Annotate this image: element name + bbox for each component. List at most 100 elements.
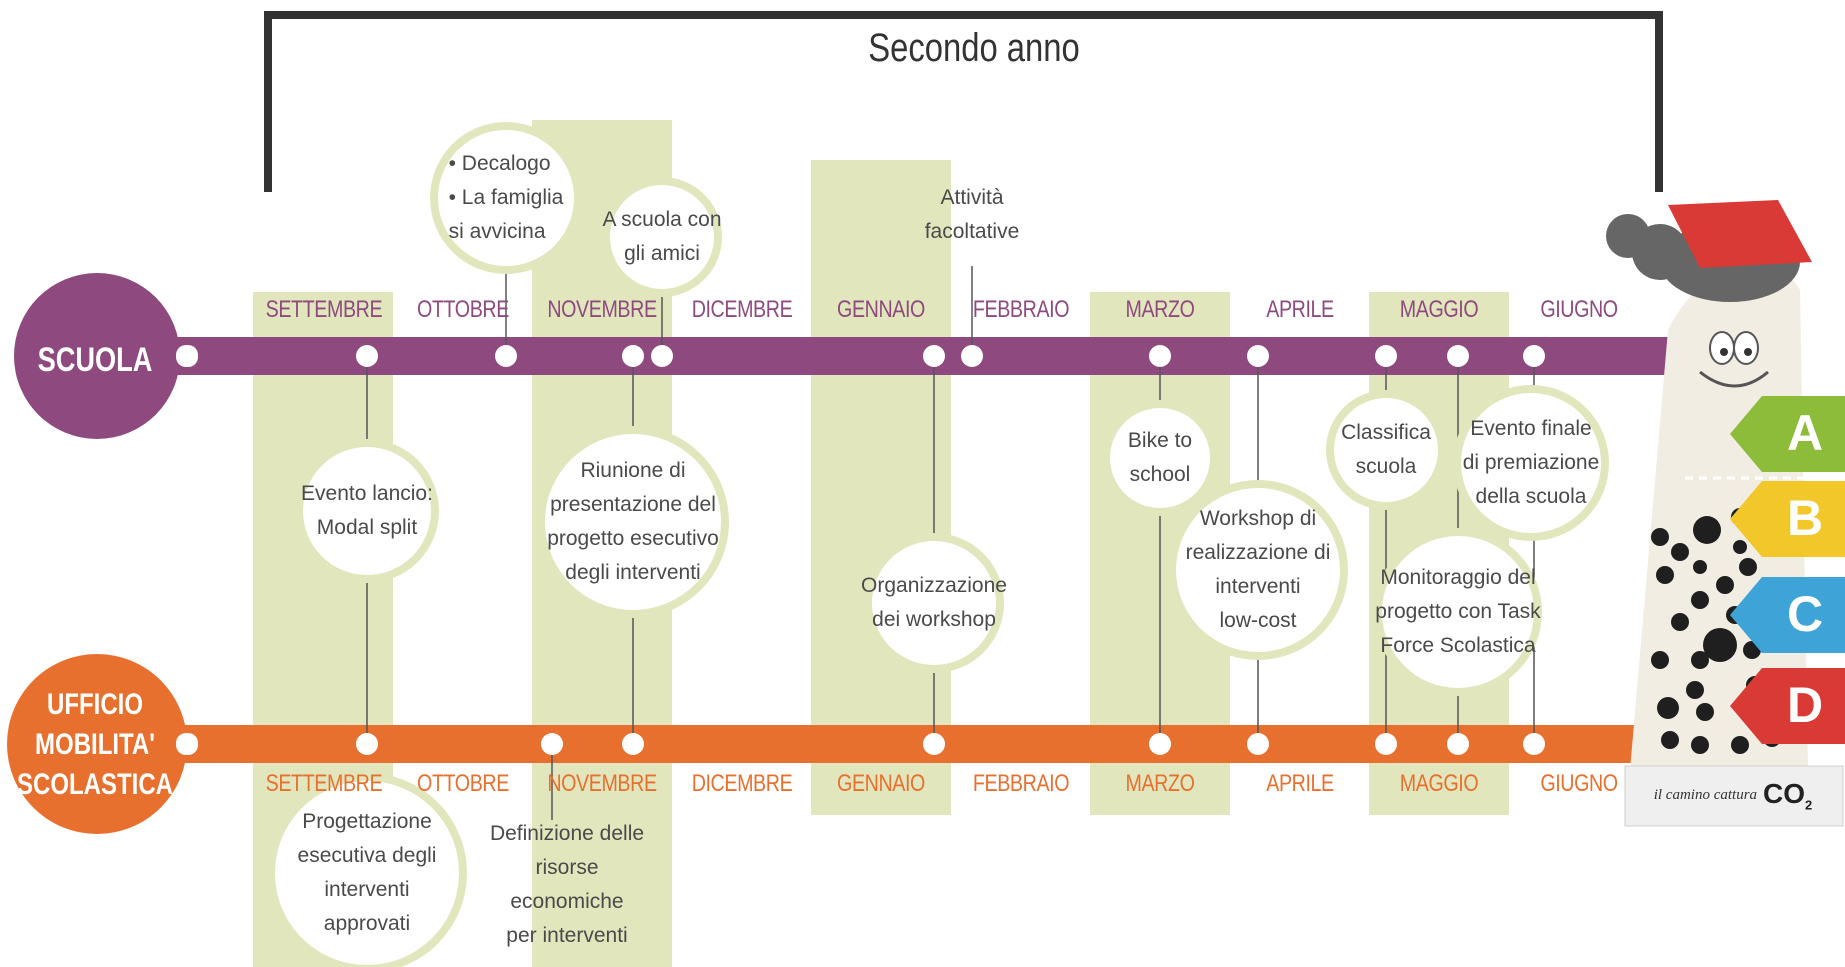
mascot-eye-left — [1709, 331, 1735, 365]
event-attivita-text: Attività facoltative — [924, 186, 1020, 243]
school-month-maggio: MAGGIO — [1399, 296, 1479, 323]
event-progettazione-text: Progettazione esecutiva degli interventi… — [297, 810, 437, 935]
event-riunione-text: Riunione di presentazione del progetto e… — [547, 459, 719, 584]
co2-subscript: 2 — [1805, 797, 1813, 813]
school-hub-label: SCUOLA — [37, 340, 153, 379]
mascot-eye-right — [1733, 331, 1759, 365]
office-month-febbraio: FEBBRAIO — [972, 770, 1069, 797]
soot-particle — [1693, 516, 1721, 544]
event-scuola-amici-text: A scuola con gli amici — [602, 208, 722, 265]
soot-particle — [1656, 566, 1674, 584]
office-month-giugno: GIUGNO — [1539, 770, 1618, 797]
rating-tag-d — [1730, 668, 1845, 744]
office-month-ottobre: OTTOBRE — [416, 770, 509, 797]
rating-tag-c — [1730, 577, 1845, 653]
month-band-gennaio — [811, 160, 951, 815]
soot-particle — [1671, 613, 1689, 631]
soot-particle — [1651, 528, 1669, 546]
mascot-caption: il camino cattura CO2 — [1628, 770, 1838, 820]
event-bubble — [275, 781, 459, 965]
rating-letter-a: A — [1786, 405, 1824, 461]
office-month-maggio: MAGGIO — [1399, 770, 1479, 797]
co2-label: CO2 — [1763, 778, 1812, 813]
office-event-dot — [1523, 733, 1545, 755]
school-track-line — [160, 337, 1670, 375]
school-month-dicembre: DICEMBRE — [691, 296, 792, 323]
year-title: Secondo anno — [868, 26, 1080, 70]
school-event-dot — [495, 345, 517, 367]
soot-particle — [1661, 731, 1679, 749]
event-workshop-text: Workshop di realizzazione di interventi … — [1185, 507, 1331, 632]
rating-tag-b — [1730, 481, 1845, 557]
year-bracket — [264, 11, 1663, 192]
school-event-dot — [961, 345, 983, 367]
event-bike-text: Bike to school — [1127, 429, 1193, 486]
office-track-start — [176, 733, 198, 755]
event-organizzazione-text: Organizzazione dei workshop — [861, 574, 1007, 631]
soot-particle — [1703, 628, 1737, 662]
mascot-pupil-left — [1720, 348, 1728, 356]
soot-particle — [1691, 736, 1709, 754]
event-evento-finale-text: Evento finale di premiazione della scuol… — [1462, 417, 1600, 508]
school-event-dot — [1375, 345, 1397, 367]
soot-particle — [1716, 576, 1734, 594]
soot-particle — [1691, 591, 1709, 609]
office-event-dot — [622, 733, 644, 755]
office-month-marzo: MARZO — [1125, 770, 1195, 797]
soot-particle — [1691, 651, 1709, 669]
event-bubble — [1176, 488, 1340, 652]
red-hat — [1668, 200, 1812, 268]
soot-particle — [1731, 736, 1749, 754]
school-month-settembre: SETTEMBRE — [265, 296, 383, 323]
event-bubble — [1334, 398, 1438, 502]
school-track-start — [176, 345, 198, 367]
school-event-dot — [1247, 345, 1269, 367]
office-hub-label: UFFICIO MOBILITA' SCOLASTICA — [17, 688, 173, 801]
soot-particle — [1657, 697, 1679, 719]
school-month-aprile: APRILE — [1265, 296, 1334, 323]
office-event-dot — [541, 733, 563, 755]
event-bubble — [1382, 536, 1534, 688]
soot-particle — [1686, 681, 1704, 699]
office-event-dot — [1375, 733, 1397, 755]
office-hub — [7, 654, 187, 834]
soot-particle — [1733, 540, 1747, 554]
school-month-febbraio: FEBBRAIO — [972, 296, 1069, 323]
event-definizione-text: Definizione delle risorse economiche per… — [489, 822, 645, 947]
office-month-settembre: SETTEMBRE — [265, 770, 383, 797]
rating-letter-c: C — [1786, 586, 1824, 642]
soot-particle — [1739, 558, 1757, 576]
school-event-dot — [622, 345, 644, 367]
event-bubble — [1461, 393, 1601, 533]
school-month-marzo: MARZO — [1125, 296, 1195, 323]
office-month-aprile: APRILE — [1265, 770, 1334, 797]
mascot-smile — [1699, 370, 1769, 388]
co2-text: CO — [1763, 777, 1806, 809]
soot-particle — [1671, 543, 1689, 561]
event-bubble — [872, 541, 996, 665]
soot-particle — [1651, 651, 1669, 669]
school-month-novembre: NOVEMBRE — [547, 296, 657, 323]
rating-tag-a — [1730, 396, 1845, 472]
office-event-dot — [356, 733, 378, 755]
school-month-giugno: GIUGNO — [1539, 296, 1618, 323]
soot-particle — [1693, 560, 1707, 574]
event-monitoraggio-text: Monitoraggio del progetto con Task Force… — [1375, 566, 1541, 657]
event-evento-lancio-text: Evento lancio: Modal split — [301, 482, 433, 539]
caption-text: il camino cattura — [1653, 786, 1758, 803]
soot-particle — [1696, 703, 1714, 721]
school-event-dot — [923, 345, 945, 367]
event-bubble — [438, 130, 574, 266]
office-event-dot — [923, 733, 945, 755]
event-bubble — [610, 185, 714, 289]
event-bubble — [545, 434, 721, 610]
mascot-pupil-right — [1744, 348, 1752, 356]
school-hub — [14, 273, 180, 439]
school-event-dot — [356, 345, 378, 367]
event-bubble — [303, 447, 431, 575]
office-event-dot — [1149, 733, 1171, 755]
office-event-dot — [1247, 733, 1269, 755]
office-month-gennaio: GENNAIO — [837, 770, 925, 797]
